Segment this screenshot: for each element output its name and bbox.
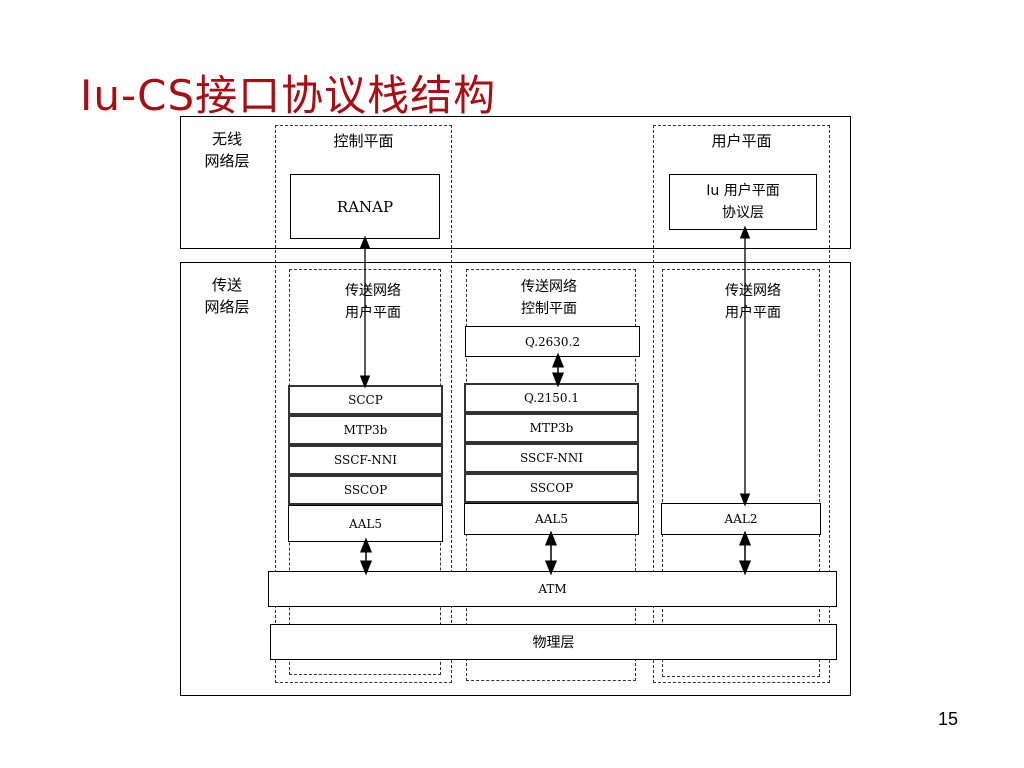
radio-network-layer-label: 无线 网络层 <box>204 130 250 170</box>
ranap-box: RANAP <box>290 174 440 239</box>
col2-q2150: Q.2150.1 <box>464 383 639 413</box>
control-plane-region <box>275 125 452 683</box>
q2630-box: Q.2630.2 <box>465 326 640 357</box>
col2-sscf-nni: SSCF-NNI <box>464 443 639 473</box>
col1-aal5: AAL5 <box>288 505 443 542</box>
aal2-box: AAL2 <box>661 503 821 535</box>
control-plane-title: 控制平面 <box>333 132 394 150</box>
tn-user-plane-1-label: 传送网络 用户平面 <box>345 283 401 321</box>
user-plane-title: 用户平面 <box>711 132 772 150</box>
iu-user-plane-protocol-box: Iu 用户平面 协议层 <box>669 174 817 230</box>
atm-box: ATM <box>268 571 837 607</box>
tn-user-plane-2-label: 传送网络 用户平面 <box>725 283 781 321</box>
col2-mtp3b: MTP3b <box>464 413 639 443</box>
col2-sscop: SSCOP <box>464 473 639 503</box>
tn-user-plane-2-region <box>662 269 820 677</box>
transport-network-layer-label: 传送 网络层 <box>204 276 250 316</box>
user-plane-region <box>653 125 830 683</box>
page-number: 15 <box>938 709 959 729</box>
slide-title: Iu-CS接口协议栈结构 <box>80 71 497 120</box>
col2-aal5: AAL5 <box>464 503 639 535</box>
col1-sscop: SSCOP <box>288 475 443 505</box>
col1-mtp3b: MTP3b <box>288 415 443 445</box>
col1-sscf-nni: SSCF-NNI <box>288 445 443 475</box>
tn-control-plane-label: 传送网络 控制平面 <box>521 279 577 317</box>
physical-layer-box: 物理层 <box>270 624 837 660</box>
col1-sccp: SCCP <box>288 385 443 415</box>
